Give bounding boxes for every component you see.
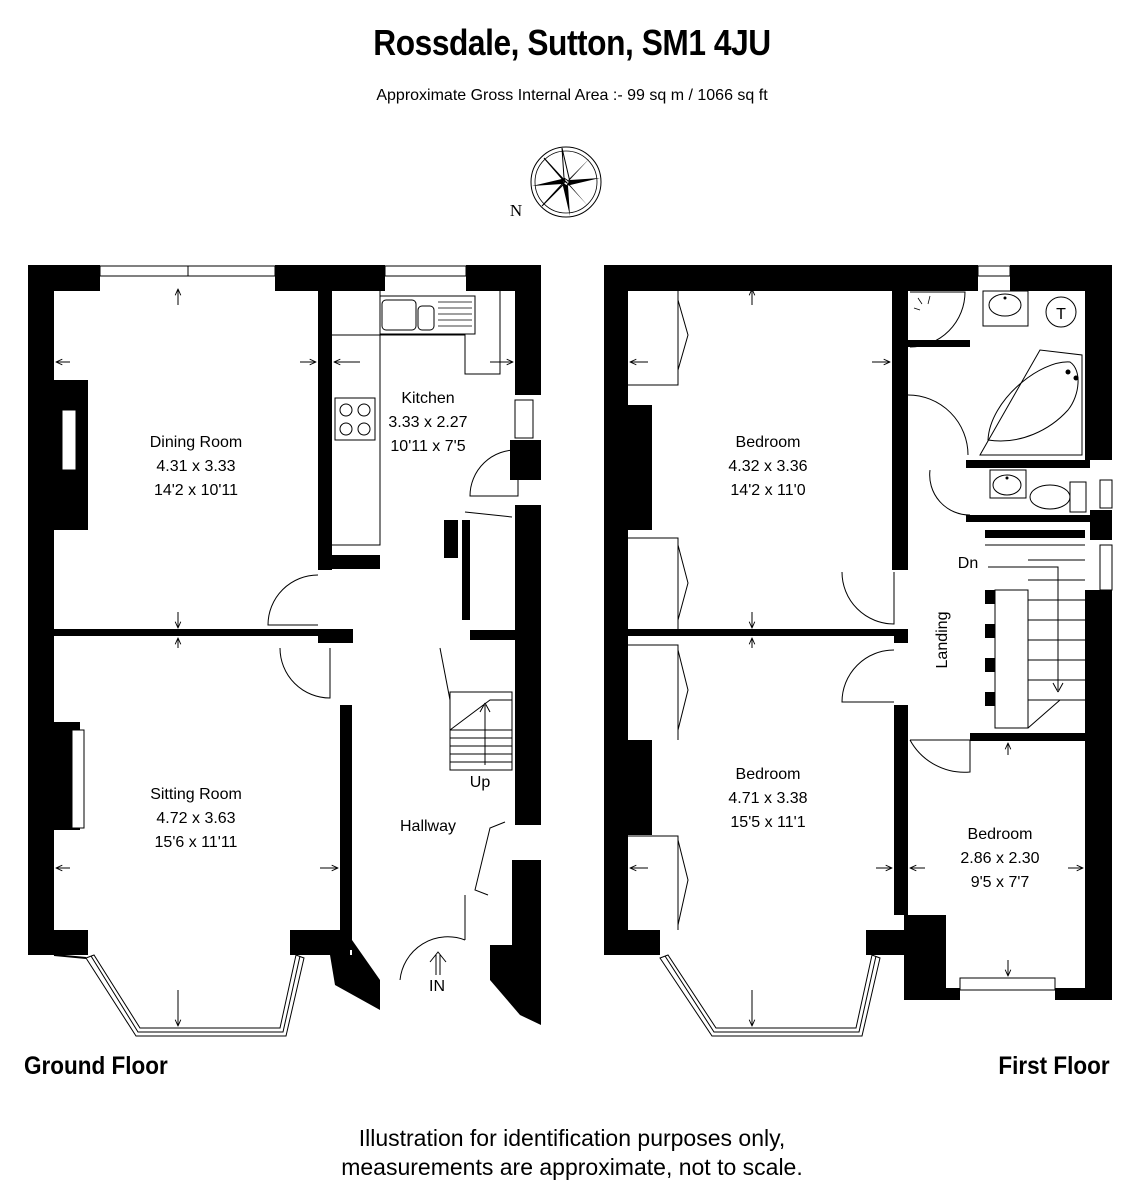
ground-floor-plan bbox=[28, 265, 541, 1037]
svg-text:Dining Room: Dining Room bbox=[150, 434, 242, 451]
svg-text:4.72 x 3.63: 4.72 x 3.63 bbox=[156, 810, 235, 827]
page-title: Rossdale, Sutton, SM1 4JU bbox=[373, 22, 771, 63]
svg-text:3.33 x 2.27: 3.33 x 2.27 bbox=[388, 414, 467, 431]
bedroom-1-label: Bedroom 4.32 x 3.36 14'2 x 11'0 bbox=[728, 434, 807, 499]
hallway-label: Hallway bbox=[400, 818, 456, 835]
ground-floor-label: Ground Floor bbox=[24, 1052, 168, 1080]
svg-text:4.32 x 3.36: 4.32 x 3.36 bbox=[728, 458, 807, 475]
svg-text:10'11 x 7'5: 10'11 x 7'5 bbox=[390, 438, 465, 455]
svg-text:Kitchen: Kitchen bbox=[401, 390, 454, 407]
entrance-arrow-icon bbox=[429, 951, 447, 975]
bedroom-2-label: Bedroom 4.71 x 3.38 15'5 x 11'1 bbox=[728, 766, 807, 831]
svg-text:14'2 x 11'0: 14'2 x 11'0 bbox=[730, 482, 805, 499]
svg-text:15'5 x 11'1: 15'5 x 11'1 bbox=[730, 814, 805, 831]
svg-text:4.31 x 3.33: 4.31 x 3.33 bbox=[156, 458, 235, 475]
compass-rose-icon bbox=[530, 146, 602, 218]
disclaimer-line-2: measurements are approximate, not to sca… bbox=[341, 1154, 803, 1180]
tank-label: T bbox=[1056, 306, 1066, 323]
svg-text:Bedroom: Bedroom bbox=[968, 826, 1033, 843]
disclaimer-line-1: Illustration for identification purposes… bbox=[358, 1125, 786, 1151]
bedroom-3-label: Bedroom 2.86 x 2.30 9'5 x 7'7 bbox=[960, 826, 1039, 891]
svg-text:15'6 x 11'11: 15'6 x 11'11 bbox=[155, 834, 238, 851]
stairs-down-label: Dn bbox=[958, 555, 978, 572]
first-floor-label: First Floor bbox=[998, 1052, 1110, 1080]
svg-text:14'2 x 10'11: 14'2 x 10'11 bbox=[154, 482, 238, 499]
svg-text:Bedroom: Bedroom bbox=[736, 766, 801, 783]
entrance-label: IN bbox=[429, 978, 445, 995]
kitchen-label: Kitchen 3.33 x 2.27 10'11 x 7'5 bbox=[388, 390, 467, 455]
svg-text:Bedroom: Bedroom bbox=[736, 434, 801, 451]
compass-north-label: N bbox=[510, 201, 522, 220]
landing-label: Landing bbox=[934, 612, 951, 669]
sitting-room-label: Sitting Room 4.72 x 3.63 15'6 x 11'11 bbox=[150, 786, 242, 851]
disclaimer: Illustration for identification purposes… bbox=[0, 1124, 1144, 1182]
first-floor-plan: T bbox=[604, 265, 1113, 1037]
svg-text:9'5 x 7'7: 9'5 x 7'7 bbox=[971, 874, 1030, 891]
svg-text:4.71 x 3.38: 4.71 x 3.38 bbox=[728, 790, 807, 807]
page-subtitle: Approximate Gross Internal Area :- 99 sq… bbox=[376, 87, 768, 104]
svg-text:2.86 x 2.30: 2.86 x 2.30 bbox=[960, 850, 1039, 867]
dining-room-label: Dining Room 4.31 x 3.33 14'2 x 10'11 bbox=[150, 434, 242, 499]
svg-text:Sitting Room: Sitting Room bbox=[150, 786, 242, 803]
stairs-up-label: Up bbox=[470, 774, 491, 791]
